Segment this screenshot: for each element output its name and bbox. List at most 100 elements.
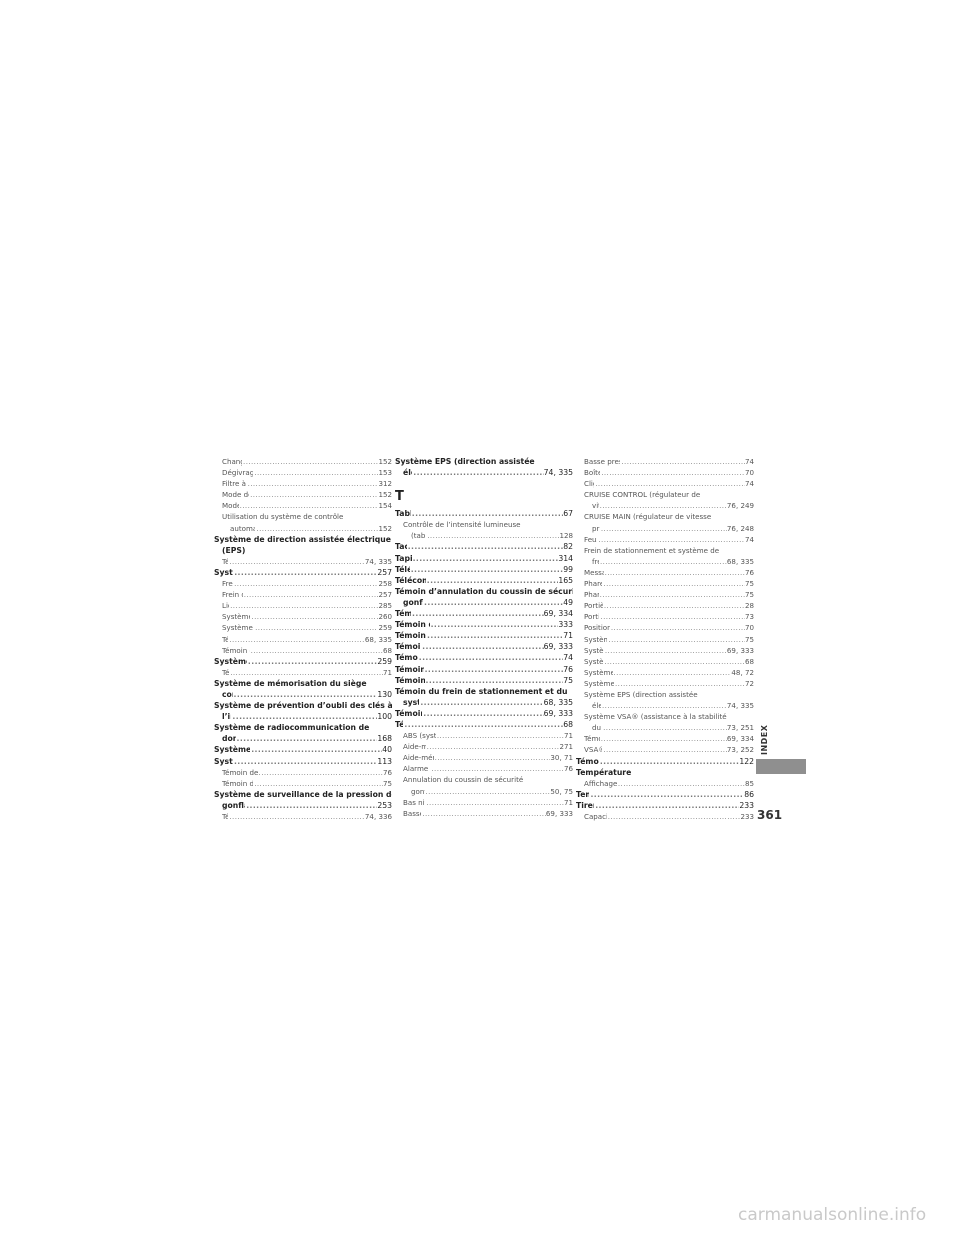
entry-page-ref: 40 <box>382 745 392 755</box>
dot-leader: ........................................… <box>229 812 365 821</box>
index-subentry: Témoin..................................… <box>214 667 392 678</box>
dot-leader: ........................................… <box>599 556 727 566</box>
index-subentry: Filtre à poussière et à pollen..........… <box>214 478 392 489</box>
entry-label: Mode de recirculation/d’air frais <box>222 490 249 500</box>
entry-label: électrique) <box>592 701 601 711</box>
entry-label: Télécommandes de la chaîne sonore <box>395 575 426 585</box>
dot-leader: ........................................… <box>600 612 745 622</box>
entry-label: Témoin d’avertissement s’allume/clignote <box>395 620 430 630</box>
entry-label: Portière ouverte <box>584 612 599 622</box>
index-subentry: Aide-mémoire des ceintures de sécurité..… <box>395 752 573 763</box>
entry-label: Système d’assistance au freinage <box>222 612 251 622</box>
entry-page-ref: 259 <box>377 656 392 666</box>
entry-label: Système de sécurité <box>214 756 233 766</box>
index-subentry: Système de transmission intégrale.......… <box>576 678 754 689</box>
entry-label: gonflable du passager <box>403 597 423 607</box>
dot-leader: ........................................… <box>434 753 551 763</box>
entry-page-ref: 76 <box>563 664 573 674</box>
entry-page-ref: 152 <box>378 457 392 466</box>
index-entry: l’intérieur.............................… <box>214 711 392 722</box>
index-subentry: Témoin..................................… <box>214 556 392 567</box>
entry-page-ref: 71 <box>563 797 573 807</box>
entry-page-ref: 75 <box>744 634 754 644</box>
dot-leader: ........................................… <box>423 708 544 718</box>
entry-label: Témoin des phares antibrouillard <box>395 675 425 685</box>
dot-leader: ........................................… <box>410 564 564 574</box>
dot-leader: ........................................… <box>254 468 379 478</box>
entry-page-ref: 73, 252 <box>726 745 754 755</box>
entry-page-ref: 233 <box>739 800 754 810</box>
entry-label: VSA® OFF (désactivé) <box>584 745 603 755</box>
entry-page-ref: 122 <box>739 756 754 766</box>
dot-leader: ........................................… <box>604 645 727 655</box>
entry-label: Système VSA® (assistance à la stabilité <box>584 712 727 722</box>
index-subentry: Système de chargement...................… <box>576 645 754 656</box>
entry-page-ref: 257 <box>377 567 392 577</box>
entry-page-ref: 69, 333 <box>543 708 573 718</box>
index-subentry: Système de freinage.....................… <box>576 656 754 667</box>
entry-label: Système de prévention d’oubli des clés à <box>214 701 392 711</box>
entry-page-ref: 168 <box>377 734 392 744</box>
entry-label: Témoins de dépassement <box>576 756 599 766</box>
entry-label: Système de direction assistée électrique <box>214 534 391 544</box>
entry-page-ref: 69, 333 <box>543 642 573 652</box>
dot-leader: ........................................… <box>413 468 543 478</box>
index-subentry: Dégivrage du pare-brise et des glaces...… <box>214 467 392 478</box>
dot-leader: ........................................… <box>250 645 383 655</box>
entry-label: (EPS) <box>222 545 246 555</box>
entry-page-ref: 82 <box>563 542 573 552</box>
index-subentry: principal)..............................… <box>576 523 754 534</box>
entry-page-ref: 72 <box>744 678 754 688</box>
entry-page-ref: 30, 71 <box>550 753 573 763</box>
entry-label: Système de chargement <box>584 645 604 655</box>
index-subentry: Affichage de la température extérieure..… <box>576 778 754 789</box>
index-subentry: Témoin du système d’immobilisation......… <box>214 778 392 789</box>
index-side-tab <box>756 759 806 774</box>
entry-page-ref: 74, 335 <box>364 556 392 566</box>
entry-page-ref: 70 <box>744 468 754 478</box>
entry-label: Temps écoulé <box>576 789 590 799</box>
entry-page-ref: 285 <box>378 601 392 611</box>
entry-label: Dégivrage du pare-brise et des glaces <box>222 468 254 478</box>
index-entry: Télécommandes de la chaîne sonore.......… <box>395 575 573 586</box>
entry-page-ref: 75 <box>382 778 392 788</box>
entry-page-ref: 76, 248 <box>726 523 754 533</box>
entry-page-ref: 253 <box>377 800 392 810</box>
dot-leader: ........................................… <box>590 789 745 799</box>
entry-page-ref: 68 <box>382 645 392 655</box>
entry-page-ref: 49 <box>563 597 573 607</box>
entry-page-ref: 271 <box>559 742 573 752</box>
dot-leader: ........................................… <box>600 734 727 744</box>
entry-page-ref: 69, 334 <box>726 734 754 744</box>
index-subentry: ABS (système de freinage antiblocage)...… <box>395 730 573 741</box>
dot-leader: ........................................… <box>233 756 377 766</box>
dot-leader: ........................................… <box>258 767 383 777</box>
entry-label: Message du système <box>584 567 604 577</box>
entry-page-ref: 258 <box>378 579 392 589</box>
entry-label: Tachymètre <box>395 542 407 552</box>
dot-leader: ........................................… <box>230 601 379 611</box>
dot-leader: ........................................… <box>604 567 745 577</box>
entry-label: Frein à pied <box>222 579 233 589</box>
dot-leader: ........................................… <box>232 712 377 722</box>
dot-leader: ........................................… <box>229 556 365 566</box>
dot-leader: ........................................… <box>427 531 560 541</box>
dot-leader: ........................................… <box>430 620 559 630</box>
index-column-1: Changement de mode......................… <box>214 456 392 822</box>
dot-leader: ........................................… <box>604 656 745 666</box>
entry-page-ref: 68, 335 <box>726 556 754 566</box>
index-entry: Témoin de message du système............… <box>395 664 573 675</box>
entry-label: Système de freinage <box>584 656 604 666</box>
entry-label: Capacités de remorquage <box>584 812 607 821</box>
index-subentry: électrique).............................… <box>576 700 754 711</box>
entry-page-ref: 100 <box>377 712 392 722</box>
index-entry: Système de direction assistée électrique… <box>214 534 392 545</box>
entry-page-ref: 153 <box>378 468 392 478</box>
entry-label: Mode synchronisé <box>222 501 239 511</box>
index-subentry: Capacités de remorquage.................… <box>576 811 754 822</box>
entry-label: automatique de la température <box>230 523 256 533</box>
dot-leader: ........................................… <box>425 675 564 685</box>
entry-page-ref: 86 <box>744 789 754 799</box>
index-entry: Système de freinage.....................… <box>214 567 392 578</box>
dot-leader: ........................................… <box>607 812 741 821</box>
